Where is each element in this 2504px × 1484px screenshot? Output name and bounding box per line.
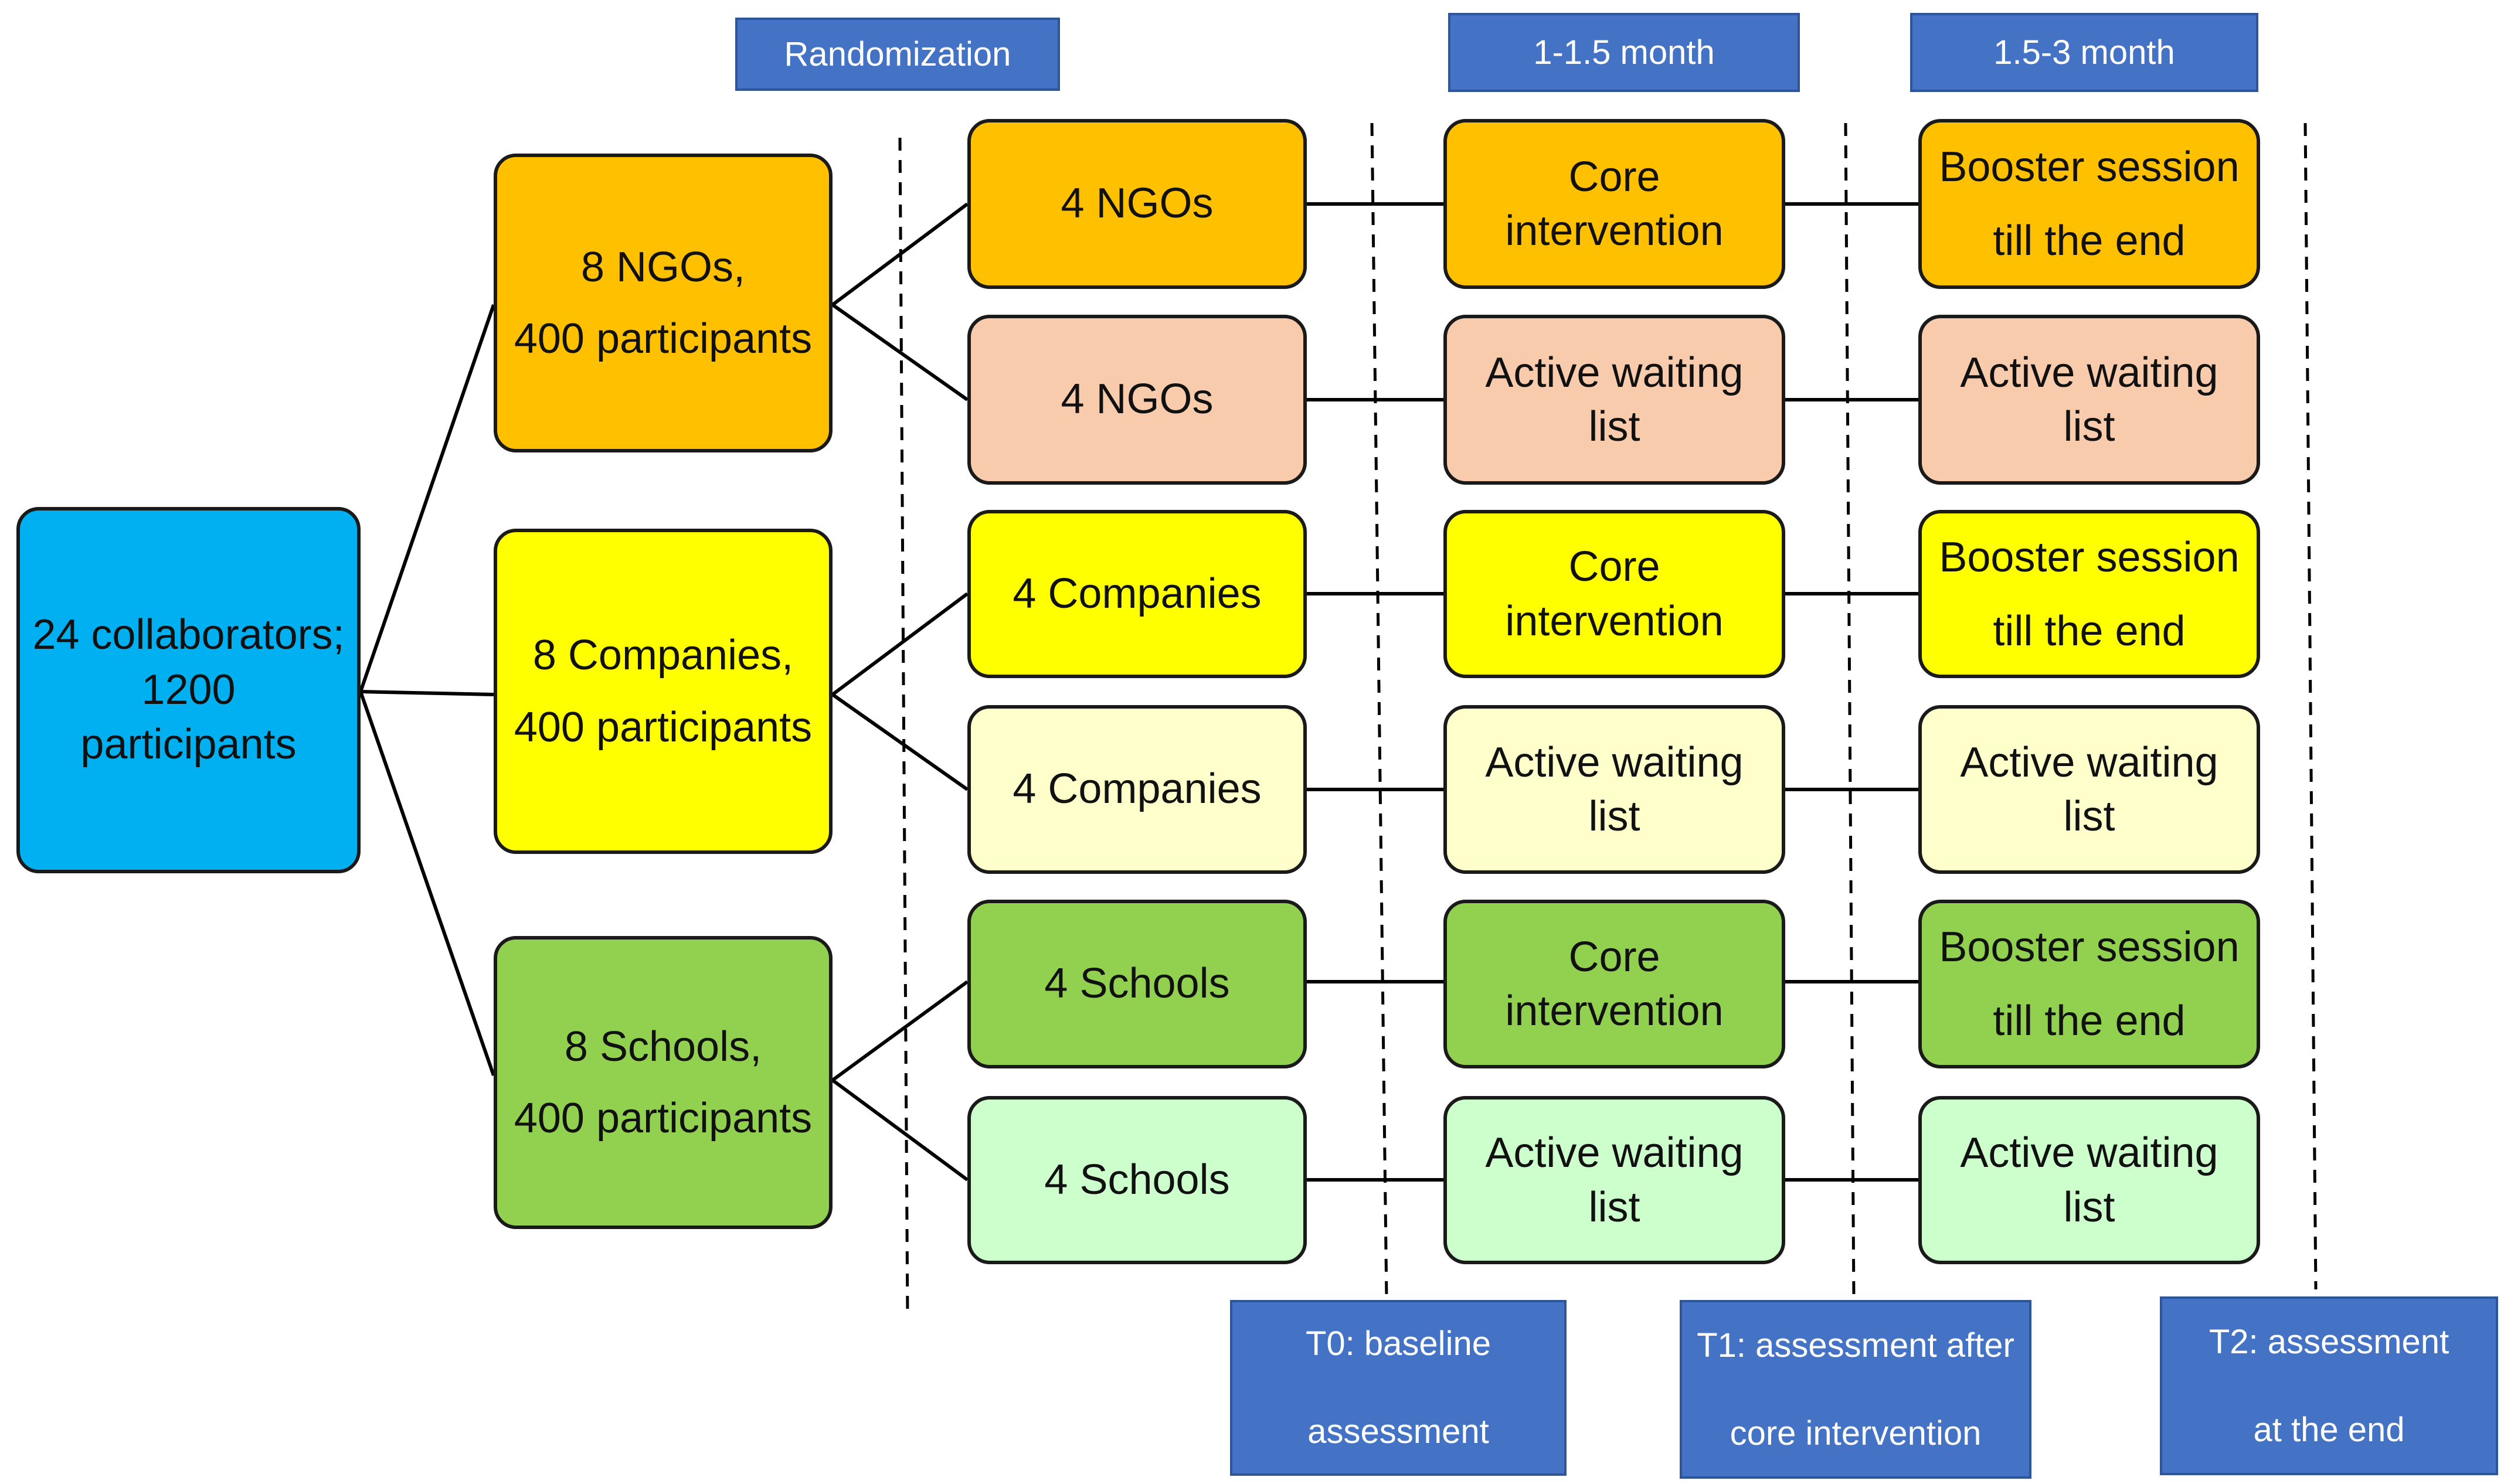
school-core-line-2: intervention	[1505, 988, 1724, 1034]
school-arm-b: 4 Schools	[967, 1096, 1307, 1264]
company-arm-b: 4 Companies	[967, 705, 1307, 874]
ngo-arm-b: 4 NGOs	[967, 315, 1307, 485]
root-node: 24 collaborators; 1200 participants	[16, 507, 361, 873]
ngo-group-line-1: 8 NGOs,	[580, 243, 746, 291]
phase1-header: 1-1.5 month	[1448, 13, 1800, 92]
ngo-group-node: 8 NGOs, 400 participants	[494, 154, 833, 452]
school-booster-line-1: Booster session	[1939, 924, 2240, 971]
school-group-node: 8 Schools, 400 participants	[494, 936, 833, 1229]
company-waiting-1-line-1: Active waiting	[1485, 738, 1744, 786]
connector-company-arm-a	[831, 592, 969, 696]
company-core-line-1: Core	[1568, 543, 1660, 591]
ngo-waiting-1-line-2: list	[1588, 403, 1640, 450]
t2-line-1: T2: assessment	[2209, 1322, 2449, 1361]
company-group-line-2: 400 participants	[514, 703, 813, 751]
school-waiting-list-1: Active waiting list	[1443, 1096, 1785, 1264]
t1-box: T1: assessment after core intervention	[1680, 1300, 2031, 1479]
ngo-booster-session: Booster session till the end	[1918, 119, 2260, 289]
company-group-node: 8 Companies, 400 participants	[494, 529, 833, 854]
ngo-waiting-2-line-1: Active waiting	[1960, 349, 2218, 396]
company-waiting-2-line-1: Active waiting	[1960, 738, 2218, 786]
ngo-booster-line-1: Booster session	[1939, 144, 2240, 190]
company-waiting-list-2: Active waiting list	[1918, 705, 2260, 874]
school-group-line-1: 8 Schools,	[564, 1023, 762, 1070]
phase2-header-label: 1.5-3 month	[1993, 33, 2175, 72]
company-core-line-2: intervention	[1505, 597, 1724, 645]
company-booster-session: Booster session till the end	[1918, 510, 2260, 678]
ngo-arm-b-label: 4 NGOs	[1061, 376, 1214, 423]
ngo-core-line-1: Core	[1568, 153, 1660, 200]
t0-line-1: T0: baseline	[1306, 1325, 1491, 1363]
phase2-header: 1.5-3 month	[1910, 13, 2258, 92]
school-booster-line-2: till the end	[1993, 998, 2186, 1044]
t2-line-2: at the end	[2253, 1410, 2405, 1449]
school-waiting-2-line-2: list	[2063, 1183, 2115, 1231]
connector-ngo-arm-b	[831, 303, 969, 401]
company-booster-line-1: Booster session	[1939, 533, 2240, 581]
root-line-2: 1200 participants	[80, 666, 297, 768]
company-arm-a-label: 4 Companies	[1013, 570, 1262, 617]
company-arm-a: 4 Companies	[967, 510, 1307, 678]
t1-divider	[1844, 122, 1856, 1299]
school-waiting-1-line-2: list	[1588, 1183, 1640, 1231]
ngo-waiting-1-line-1: Active waiting	[1485, 349, 1744, 396]
t2-divider	[2303, 122, 2318, 1290]
t1-line-2: core intervention	[1730, 1414, 1982, 1452]
connector-school-arm-b	[831, 1078, 969, 1182]
connector-root-ngo	[359, 304, 495, 692]
t1-line-1: T1: assessment after	[1697, 1326, 2014, 1364]
ngo-waiting-2-line-2: list	[2063, 403, 2115, 450]
school-waiting-2-line-1: Active waiting	[1960, 1129, 2218, 1177]
ngo-group-line-2: 400 participants	[514, 315, 813, 362]
company-group-line-1: 8 Companies,	[532, 632, 794, 679]
company-waiting-1-line-2: list	[1588, 793, 1640, 840]
school-arm-a: 4 Schools	[967, 900, 1307, 1068]
connector-root-company	[360, 690, 494, 696]
ngo-core-intervention: Core intervention	[1443, 119, 1785, 289]
company-arm-b-label: 4 Companies	[1013, 765, 1262, 813]
randomization-header-label: Randomization	[784, 35, 1011, 73]
connector-company-arm-b	[831, 693, 969, 791]
ngo-booster-line-2: till the end	[1993, 217, 2186, 264]
ngo-arm-a-label: 4 NGOs	[1061, 180, 1214, 227]
company-core-intervention: Core intervention	[1443, 510, 1785, 678]
ngo-core-line-2: intervention	[1505, 207, 1724, 254]
ngo-waiting-list-2: Active waiting list	[1918, 315, 2260, 485]
ngo-waiting-list-1: Active waiting list	[1443, 315, 1785, 485]
school-core-line-1: Core	[1568, 933, 1660, 981]
company-booster-line-2: till the end	[1993, 607, 2186, 655]
randomization-divider	[898, 137, 909, 1316]
school-group-line-2: 400 participants	[514, 1095, 813, 1142]
t0-divider	[1370, 122, 1388, 1299]
phase1-header-label: 1-1.5 month	[1533, 33, 1715, 72]
school-booster-session: Booster session till the end	[1918, 900, 2260, 1068]
company-waiting-2-line-2: list	[2063, 793, 2115, 840]
t2-box: T2: assessment at the end	[2160, 1296, 2498, 1475]
connector-school-arm-a	[831, 980, 969, 1082]
company-waiting-list-1: Active waiting list	[1443, 705, 1785, 874]
t0-box: T0: baseline assessment	[1230, 1300, 1567, 1476]
randomization-header: Randomization	[735, 18, 1060, 91]
school-arm-b-label: 4 Schools	[1044, 1156, 1230, 1203]
school-arm-a-label: 4 Schools	[1044, 960, 1230, 1008]
root-line-1: 24 collaborators;	[32, 611, 345, 659]
t0-line-2: assessment	[1307, 1412, 1489, 1451]
school-waiting-1-line-1: Active waiting	[1485, 1129, 1744, 1177]
connector-root-school	[359, 691, 495, 1076]
school-waiting-list-2: Active waiting list	[1918, 1096, 2260, 1264]
school-core-intervention: Core intervention	[1443, 900, 1785, 1068]
ngo-arm-a: 4 NGOs	[967, 119, 1307, 289]
